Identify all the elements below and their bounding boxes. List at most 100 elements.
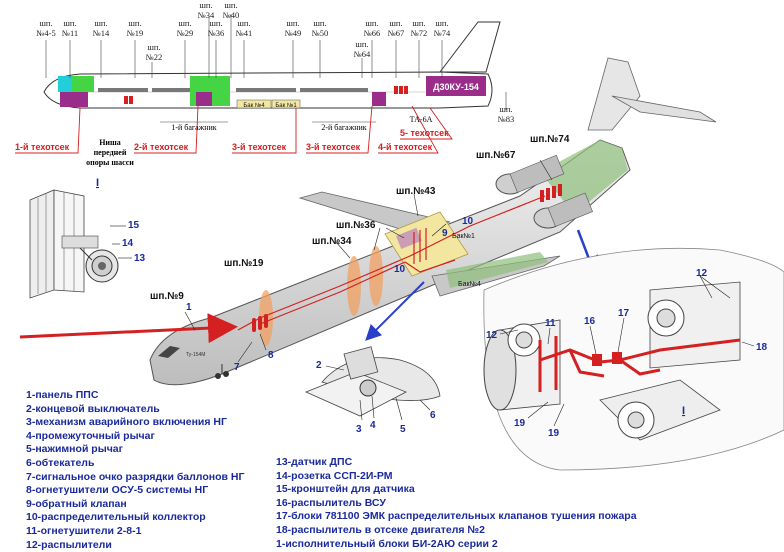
- legend-item: 4-промежуточный рычаг: [26, 429, 155, 442]
- detail-sensor: I 15 14 13: [29, 177, 146, 299]
- frame-50: шп.№50: [312, 18, 329, 38]
- tank4-box: [236, 99, 272, 109]
- frame-4-5: шп.№4-5: [36, 18, 55, 38]
- front-bottles: [252, 314, 268, 332]
- legend-item: 5-нажимной рычаг: [26, 443, 124, 456]
- p-num1: 1: [186, 302, 192, 313]
- p-frame67: шп.№67: [476, 150, 516, 161]
- frame-11: шп.№11: [62, 18, 78, 38]
- p-frame34: шп.№34: [312, 236, 352, 247]
- p-frame19: шп.№19: [224, 258, 264, 269]
- bay-purple-nose: [60, 92, 88, 107]
- p-num9: 9: [442, 228, 448, 239]
- frame-36: шп.№36: [208, 18, 225, 38]
- side-bottles: [124, 86, 408, 104]
- tu-label: Ту-154М: [186, 352, 205, 358]
- frame-72: шп.№72: [411, 18, 428, 38]
- bay3-label: 3-й техотсек: [232, 142, 287, 152]
- legend-item: 11-огнетушители 2-8-1: [26, 524, 142, 537]
- detail-n13: 13: [134, 253, 146, 264]
- legend-item: 7-сигнальное очко разрядки баллонов НГ: [26, 470, 245, 483]
- p-num7: 7: [234, 362, 240, 373]
- bay-purple-mid: [196, 92, 212, 106]
- legend-item: 13-датчик ДПС: [276, 456, 353, 468]
- bay-green-1: [72, 76, 94, 92]
- detail-engines: 12 11 16 17 12 18 19 19 I: [483, 247, 784, 471]
- frame-83: шп.№83: [498, 104, 515, 124]
- legend-item: 14-розетка ССП-2И-РМ: [276, 469, 393, 482]
- bay-cyan: [58, 76, 72, 92]
- tank4-label: Бак №4: [243, 102, 265, 109]
- legend-item: 6-обтекатель: [26, 456, 95, 469]
- engine-n19b: 19: [548, 428, 560, 439]
- rear-fin: [587, 57, 641, 131]
- baggage2-label: 2-й багажник: [321, 123, 366, 132]
- wing-green-section: [446, 252, 548, 288]
- baggage1-label: 1-й багажник: [171, 123, 216, 132]
- tail-fin: [438, 21, 501, 73]
- red-pipes: [237, 195, 546, 331]
- bay-purple-rear: [372, 92, 386, 106]
- engine-n18: 18: [756, 342, 768, 353]
- engine-label: Д30КУ-154: [433, 82, 479, 92]
- valve-n4: 4: [370, 420, 376, 431]
- red-arrow: [19, 313, 238, 344]
- engine-n19a: 19: [514, 418, 526, 429]
- engine-n16: 16: [584, 316, 596, 327]
- legend-item: 1-исполнительный блоки БИ-2АЮ серии 2: [276, 537, 498, 550]
- frame-14: шп.№14: [93, 18, 110, 38]
- legend-item: 10-распределительный коллектор: [26, 511, 206, 524]
- legend-item: 17-блоки 781100 ЭМК распределительных кл…: [276, 510, 637, 523]
- legend-item: 9-обратный клапан: [26, 497, 127, 510]
- p-frame36: шп.№36: [336, 220, 376, 231]
- bay4-label: 4-й техотсек: [378, 142, 433, 152]
- side-view: Д30КУ-154 Бак №4 Бак №1: [15, 0, 514, 167]
- detail-valve: 2 3 4 5 6: [304, 346, 441, 435]
- tank1-label: Бак №1: [275, 102, 297, 109]
- p-num10a: 10: [462, 216, 474, 227]
- bay5-label: 5- техотсек: [400, 128, 449, 138]
- tank-purple-cell: [395, 227, 422, 249]
- legend-item: 1-панель ППС: [26, 389, 99, 401]
- p-num8: 8: [268, 350, 274, 361]
- p-num10b: 10: [394, 264, 406, 275]
- perspective-aircraft: Бак№1 Бак№4 Ту-154М: [19, 57, 717, 386]
- engine-n11: 11: [545, 318, 556, 329]
- tank1-box: [271, 99, 301, 109]
- landing-gear: [215, 364, 229, 379]
- bay2-label: 2-й техотсек: [134, 142, 189, 152]
- detail-n15: 15: [128, 220, 140, 231]
- engine-box: [426, 76, 486, 96]
- legend-item: 3-механизм аварийного включения НГ: [26, 416, 227, 429]
- engine-n12b: 12: [696, 268, 708, 279]
- detail-I-mark: I: [96, 177, 99, 189]
- valve-n5: 5: [400, 424, 406, 435]
- p-frame43: шп.№43: [396, 186, 436, 197]
- engine-red-pipes: [538, 336, 741, 392]
- horizontal-stab: [611, 95, 717, 123]
- engine-n17: 17: [618, 308, 630, 319]
- frame-29: шп.№29: [177, 18, 194, 38]
- bay1-label: 1-й техотсек: [15, 142, 70, 152]
- legend-item: 2-концевой выключатель: [26, 402, 160, 415]
- blue-arrow-valve: [365, 281, 425, 341]
- detail-engines-I-mark: I: [682, 405, 685, 417]
- legend-item: 12-распылители: [26, 538, 112, 551]
- frame-41: шп.№41: [236, 18, 253, 38]
- valve-n2: 2: [316, 360, 322, 371]
- frame-74: шп.№74: [434, 18, 451, 38]
- p-frame9: шп.№9: [150, 291, 184, 302]
- legend-item: 8-огнетушители ОСУ-5 системы НГ: [26, 484, 209, 497]
- cabin-windows: [98, 88, 368, 92]
- bay3b-label: 3-й техотсек: [306, 142, 361, 152]
- rear-bottles: [540, 184, 562, 202]
- p-tank4-label: Бак№4: [458, 281, 481, 288]
- ta6a-label: ТА-6А: [410, 115, 433, 124]
- valve-n6: 6: [430, 410, 436, 421]
- frame-40: шп.№40: [223, 0, 240, 20]
- p-tank1-label: Бак№1: [452, 233, 475, 240]
- p-frame74: шп.№74: [530, 134, 570, 145]
